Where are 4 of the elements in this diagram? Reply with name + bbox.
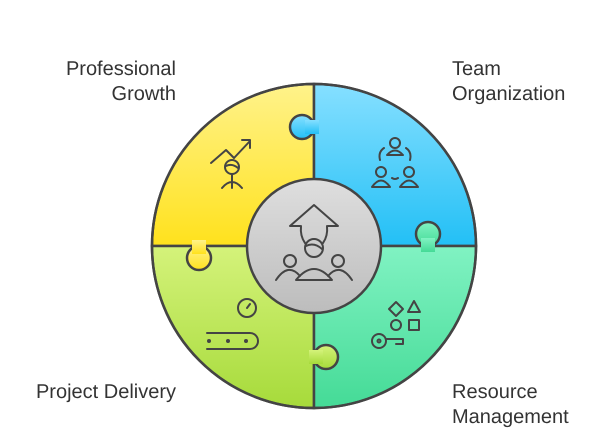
section-label: Resource Management [452, 380, 570, 430]
section-label: Team Organization [452, 57, 566, 107]
section-label: Project Delivery [34, 380, 176, 405]
section-label: Professional Growth [64, 57, 176, 107]
